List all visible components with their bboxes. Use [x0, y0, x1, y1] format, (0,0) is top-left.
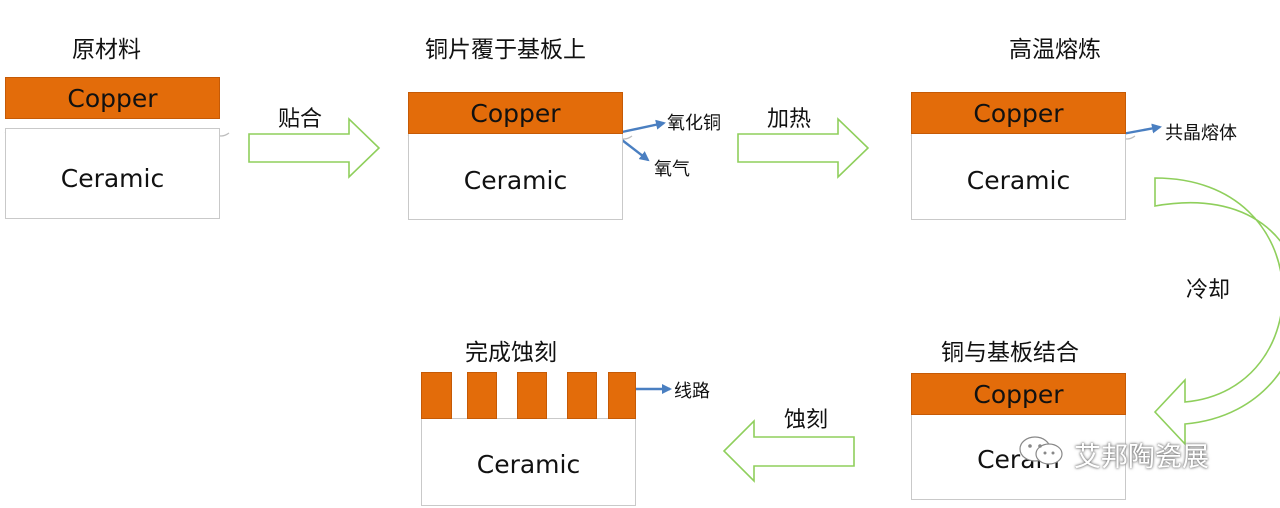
ceramic-label: Ceramic [463, 165, 568, 195]
step2-copper-sheet: Copper [408, 92, 623, 134]
arrow-etch-label: 蚀刻 [784, 408, 829, 433]
step5-title: 完成蚀刻 [465, 340, 557, 366]
step5-circuit-trace [567, 372, 597, 419]
callout-oxygen: 氧气 [654, 159, 690, 180]
arrow-cool-label: 冷却 [1186, 278, 1231, 303]
copper-label: Copper [973, 379, 1064, 409]
callout-circuit: 线路 [674, 381, 710, 402]
callout-copper-oxide: 氧化铜 [667, 113, 721, 134]
arrow-heat-label: 加热 [767, 107, 812, 132]
step2-title: 铜片覆于基板上 [425, 37, 586, 63]
callout-arrow-eutectic [1121, 123, 1162, 136]
step5-circuit-trace [517, 372, 547, 419]
copper-label: Copper [470, 98, 561, 128]
step3-ceramic-substrate: Ceramic [911, 132, 1126, 220]
step4-copper-sheet: Copper [911, 373, 1126, 415]
step3-copper-sheet: Copper [911, 92, 1126, 134]
step1-copper-sheet: Copper [5, 77, 220, 119]
ceramic-label: Ceramic [476, 449, 581, 479]
arrow-heat [737, 117, 870, 179]
arrow-bond-label: 贴合 [278, 107, 323, 132]
step4-title: 铜与基板结合 [941, 340, 1079, 366]
step5-ceramic-substrate: Ceramic [421, 418, 636, 506]
callout-arrow-oxygen [621, 139, 650, 162]
step5-circuit-trace [467, 372, 497, 419]
wechat-logo-icon [1016, 434, 1068, 468]
step5-circuit-trace [421, 372, 452, 419]
watermark-text: 艾邦陶瓷展 [1074, 442, 1209, 473]
arrow-etch [722, 419, 855, 483]
step5-circuit-trace [608, 372, 636, 419]
ceramic-label: Ceramic [966, 165, 1071, 195]
step4-ceramic-substrate: Ceram [911, 414, 1126, 500]
step3-title: 高温熔炼 [1009, 37, 1101, 63]
arrow-bond [248, 117, 381, 179]
copper-label: Copper [973, 98, 1064, 128]
arrow-cool [1153, 177, 1280, 447]
step1-title: 原材料 [72, 37, 141, 63]
step1-ceramic-substrate: Ceramic [5, 128, 220, 219]
callout-arrow-copper-oxide [621, 119, 666, 134]
ceramic-label: Ceramic [60, 164, 165, 193]
step2-ceramic-substrate: Ceramic [408, 132, 623, 220]
callout-eutectic-melt: 共晶熔体 [1165, 123, 1237, 144]
copper-label: Copper [67, 83, 158, 113]
